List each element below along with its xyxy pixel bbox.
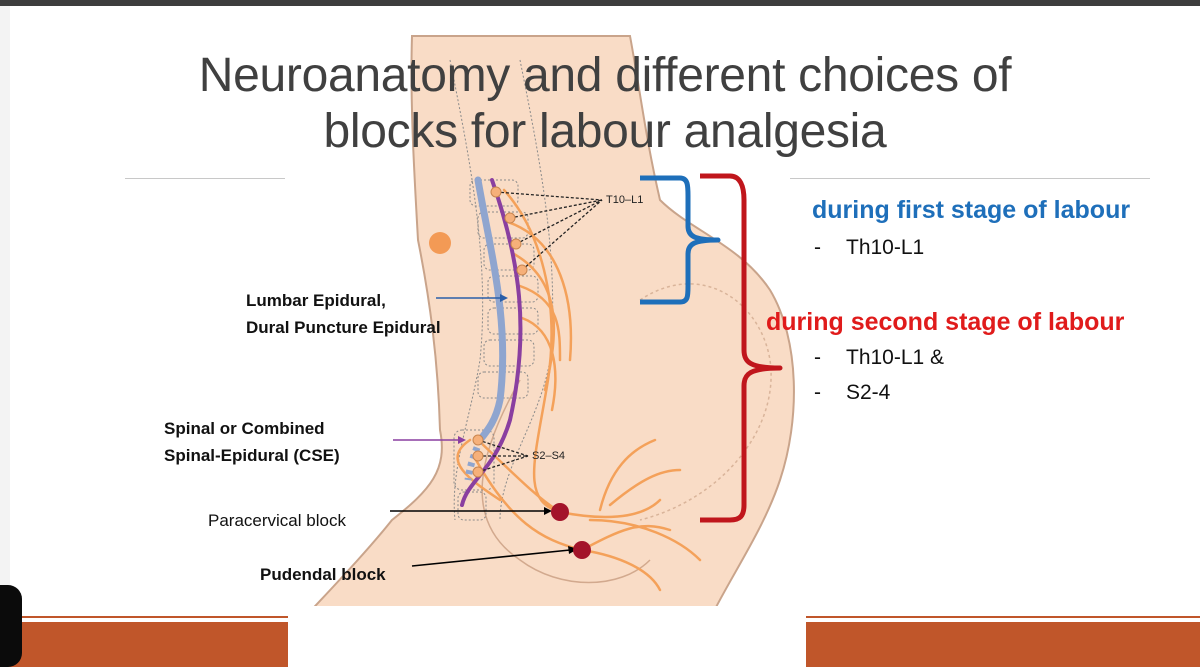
slide-title-line-1: Neuroanatomy and different choices of [198,49,1012,102]
pointer-arrows [390,294,578,567]
first-stage-bullet-1: -Th10-L1 [814,236,925,259]
paracervical-dot [551,503,569,521]
s2-s4-leaders [477,439,529,473]
side-handle[interactable] [0,585,22,667]
spinal-needle-path [460,178,523,507]
second-stage-bracket [700,173,783,523]
title-rule-left [125,178,285,179]
spinal-cse-label-line-1: Spinal or Combined [164,419,325,438]
first-stage-bracket [640,175,721,305]
second-stage-bullet-2: -S2-4 [814,381,891,404]
lumbar-epidural-label-line-1: Lumbar Epidural, [246,291,386,310]
slide-title-line-2: blocks for labour analgesia [323,105,887,158]
spinal-cse-label-line-2: Spinal-Epidural (CSE) [164,446,340,465]
s2-s4-label: S2–S4 [532,450,566,462]
figure-bottom-panel [288,606,806,667]
pudendal-dot [573,541,591,559]
uterus-outline [639,283,772,521]
slide-left-edge [0,6,10,667]
second-stage-bullet-1-text: Th10-L1 & [846,346,945,369]
second-stage-bullet-2-text: S2-4 [846,381,891,404]
orange-marker-dot [429,232,451,254]
lumbar-epidural-label-line-2: Dural Puncture Epidural [246,318,441,337]
paracervical-block-label: Paracervical block [208,511,346,530]
t10-l1-leaders [495,191,603,271]
window-top-bar [0,0,1200,6]
first-stage-heading: during first stage of labour [812,196,1131,224]
slide-title: Neuroanatomy and different choices of bl… [90,48,1120,160]
second-stage-bullet-1: -Th10-L1 & [814,346,945,369]
nerve-roots [456,188,702,592]
first-stage-bullet-1-text: Th10-L1 [846,236,925,259]
epidural-catheter [474,176,507,444]
t10-l1-label: T10–L1 [606,194,644,206]
segment-dots [472,186,528,478]
second-stage-heading: during second stage of labour [766,308,1125,336]
title-rule-right [790,178,1150,179]
pudendal-block-label: Pudendal block [260,565,386,584]
